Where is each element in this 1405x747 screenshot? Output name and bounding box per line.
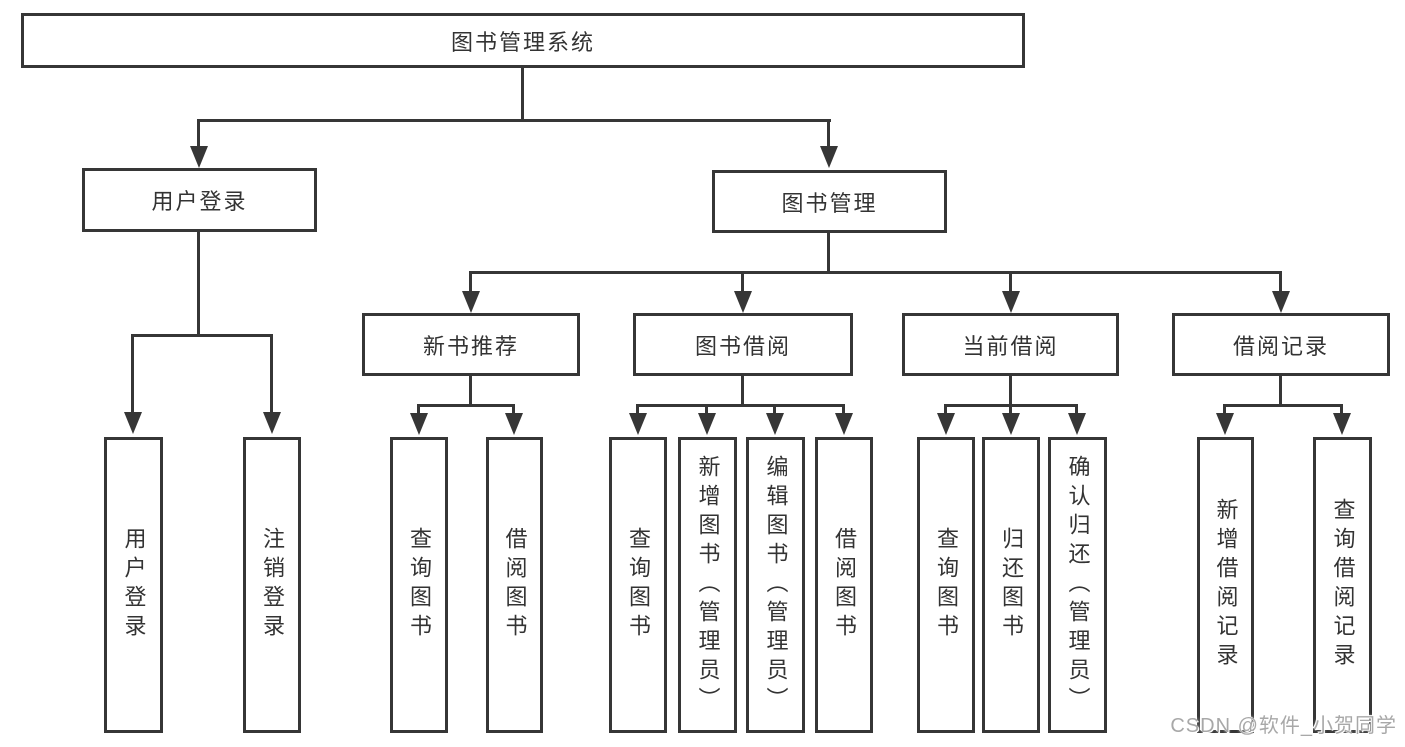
connector-user-login-split — [131, 334, 273, 337]
arrow-down-icon — [1002, 291, 1020, 313]
connector-user-login-stem — [197, 231, 200, 336]
node-query-books-current-label: 查询图书 — [934, 527, 959, 643]
node-root-label: 图书管理系统 — [450, 29, 595, 55]
node-book-borrowing-label: 图书借阅 — [694, 333, 791, 359]
node-query-books-recommend: 查询图书 — [390, 437, 448, 733]
connector-root-stem — [521, 66, 524, 121]
node-edit-book-admin: 编辑图书（管理员） — [746, 437, 805, 733]
connector-leaf — [512, 404, 515, 415]
connector-leaf — [944, 404, 947, 415]
node-user-login-leaf-label: 用户登录 — [121, 527, 147, 643]
connector-records-stem — [1279, 376, 1282, 407]
arrow-down-icon — [1002, 413, 1020, 435]
node-query-books-borrowing: 查询图书 — [609, 437, 667, 733]
node-borrowing-records: 借阅记录 — [1172, 313, 1390, 376]
arrow-down-icon — [410, 413, 428, 435]
node-query-books-current: 查询图书 — [917, 437, 975, 733]
node-add-book-admin-label: 新增图书（管理员） — [695, 454, 721, 716]
connector-leaf — [1009, 404, 1012, 415]
connector-leaf — [1075, 404, 1078, 415]
arrow-down-icon — [263, 412, 281, 434]
connector-to-borrowing-records — [1279, 271, 1282, 293]
node-book-management: 图书管理 — [712, 170, 947, 233]
connector-to-logout-leaf — [270, 334, 273, 414]
connector-recommend-split — [417, 404, 515, 407]
node-user-login-leaf: 用户登录 — [104, 437, 163, 733]
watermark: CSDN @软件_小贺同学 — [1170, 715, 1397, 737]
connector-borrowing-split — [636, 404, 845, 407]
node-borrow-books-leaf-label: 借阅图书 — [832, 527, 857, 643]
node-query-books-borrowing-label: 查询图书 — [626, 527, 651, 643]
node-borrow-books-leaf: 借阅图书 — [815, 437, 873, 733]
node-book-borrowing: 图书借阅 — [633, 313, 853, 376]
arrow-down-icon — [1216, 413, 1234, 435]
connector-leaf — [705, 404, 708, 415]
connector-book-management-stem — [827, 232, 830, 273]
connector-level3-split — [469, 271, 1282, 274]
node-user-login: 用户登录 — [82, 168, 317, 232]
arrow-down-icon — [1068, 413, 1086, 435]
node-query-borrow-record: 查询借阅记录 — [1313, 437, 1372, 733]
connector-leaf — [1223, 404, 1226, 415]
connector-current-stem — [1009, 376, 1012, 407]
connector-to-login-leaf — [131, 334, 134, 414]
node-new-book-recommend-label: 新书推荐 — [422, 333, 519, 359]
arrow-down-icon — [734, 291, 752, 313]
connector-leaf — [417, 404, 420, 415]
node-query-borrow-record-label: 查询借阅记录 — [1330, 498, 1356, 672]
node-query-books-recommend-label: 查询图书 — [407, 527, 432, 643]
node-book-management-label: 图书管理 — [781, 190, 878, 216]
node-borrowing-records-label: 借阅记录 — [1232, 333, 1329, 359]
node-borrow-books-recommend-label: 借阅图书 — [502, 527, 528, 643]
node-current-borrowing-label: 当前借阅 — [962, 333, 1059, 359]
node-logout-leaf-label: 注销登录 — [260, 527, 285, 643]
arrow-down-icon — [835, 413, 853, 435]
connector-leaf — [636, 404, 639, 415]
connector-records-split — [1223, 404, 1343, 407]
arrow-down-icon — [766, 413, 784, 435]
node-borrow-books-recommend: 借阅图书 — [486, 437, 543, 733]
node-confirm-return-admin-label: 确认归还（管理员） — [1065, 454, 1091, 716]
node-return-books-label: 归还图书 — [999, 527, 1024, 643]
arrow-down-icon — [1333, 413, 1351, 435]
node-add-borrow-record: 新增借阅记录 — [1197, 437, 1254, 733]
connector-leaf — [773, 404, 776, 415]
node-add-borrow-record-label: 新增借阅记录 — [1213, 498, 1239, 672]
node-return-books: 归还图书 — [982, 437, 1040, 733]
arrow-down-icon — [629, 413, 647, 435]
node-new-book-recommend: 新书推荐 — [362, 313, 580, 376]
node-confirm-return-admin: 确认归还（管理员） — [1048, 437, 1107, 733]
node-add-book-admin: 新增图书（管理员） — [678, 437, 737, 733]
arrow-down-icon — [1272, 291, 1290, 313]
arrow-down-icon — [124, 412, 142, 434]
arrow-down-icon — [698, 413, 716, 435]
connector-recommend-stem — [469, 376, 472, 407]
connector-to-book-borrowing — [741, 271, 744, 293]
connector-to-new-book-recommend — [469, 271, 472, 293]
node-user-login-label: 用户登录 — [151, 189, 248, 214]
node-root: 图书管理系统 — [21, 13, 1025, 68]
connector-to-book-management — [827, 119, 830, 148]
arrow-down-icon — [937, 413, 955, 435]
node-current-borrowing: 当前借阅 — [902, 313, 1119, 376]
node-edit-book-admin-label: 编辑图书（管理员） — [763, 454, 789, 716]
connector-borrowing-stem — [741, 376, 744, 407]
connector-to-user-login — [197, 119, 200, 148]
arrow-down-icon — [820, 146, 838, 168]
connector-leaf — [1340, 404, 1343, 415]
connector-to-current-borrowing — [1009, 271, 1012, 293]
connector-leaf — [842, 404, 845, 415]
node-logout-leaf: 注销登录 — [243, 437, 301, 733]
connector-level2-split — [197, 119, 831, 122]
arrow-down-icon — [462, 291, 480, 313]
arrow-down-icon — [505, 413, 523, 435]
arrow-down-icon — [190, 146, 208, 168]
